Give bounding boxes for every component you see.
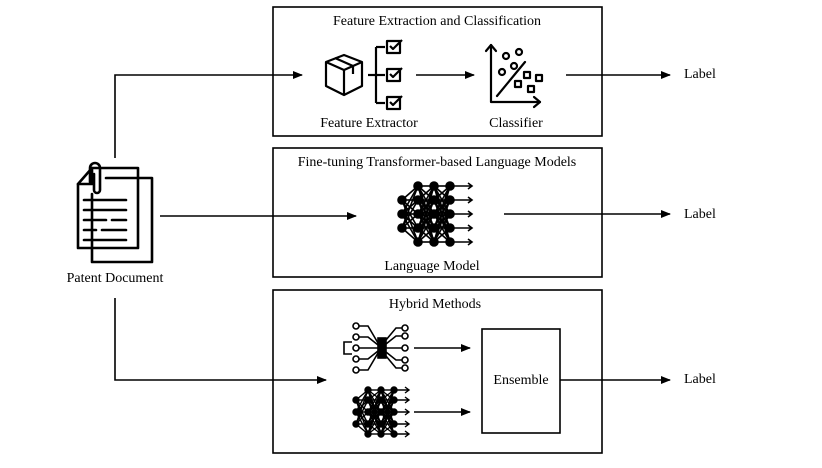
network-node [377,420,385,428]
network-edge [433,213,451,243]
network-node [377,430,385,438]
network-edge [417,213,435,243]
hybrid-output-label: Label [684,372,716,387]
network-node [445,223,455,233]
network-output-arrow [397,420,411,428]
network-edge [355,399,369,425]
network-output-arrow [454,182,474,190]
network-node [377,386,385,394]
network-edge [355,389,369,425]
network-node [413,209,423,219]
network-node [429,181,439,191]
network-edge [433,185,451,215]
network-node [445,209,455,219]
network-node [364,408,372,416]
network-output-arrow [397,430,411,438]
ensemble-label: Ensemble [493,373,549,388]
network-node [390,408,398,416]
network-node [390,430,398,438]
network-node [413,195,423,205]
network-edge [380,399,395,435]
feature-extractor-icon [324,39,403,111]
network-edge [367,411,382,435]
hybrid-neural-network-icon [352,386,411,438]
network-edge [367,399,382,435]
network-edge [417,199,435,243]
network-node [397,195,407,205]
network-node [364,396,372,404]
network-node [445,237,455,247]
network-node [429,195,439,205]
feature-extractor-label: Feature Extractor [320,116,418,131]
patent-document-label: Patent Document [66,271,164,286]
finetune-panel-frame [272,147,603,278]
ensemble-box [481,328,561,434]
network-node [352,408,360,416]
network-node [445,181,455,191]
language-model-icon [397,181,474,247]
input-connectors [114,71,357,384]
classifier-label: Classifier [489,116,543,131]
network-node [390,420,398,428]
language-model-label: Language Model [384,259,480,274]
hybrid-panel-frame [272,289,603,454]
network-node [352,420,360,428]
network-node [413,237,423,247]
network-node [445,195,455,205]
network-node [429,223,439,233]
network-node [413,181,423,191]
network-node [429,209,439,219]
network-output-arrow [454,196,474,204]
network-output-arrow [397,386,411,394]
network-node [364,430,372,438]
network-output-arrow [454,224,474,232]
network-edge [417,185,435,215]
network-node [352,396,360,404]
arrow-to-hybrid-panel [114,298,327,384]
network-output-arrow [454,238,474,246]
finetune-output-label: Label [684,207,716,222]
network-edge [401,185,419,229]
network-node [397,209,407,219]
feature-panel-title: Feature Extraction and Classification [333,14,541,29]
network-node [390,396,398,404]
network-node [364,386,372,394]
network-edge [401,185,419,215]
ml-network-icon [343,322,409,374]
network-output-arrow [397,396,411,404]
network-node [390,386,398,394]
network-output-arrow [397,408,411,416]
network-edge [380,389,395,413]
classifier-icon [484,43,544,109]
feature-panel-frame [272,6,603,137]
network-node [413,223,423,233]
network-node [377,408,385,416]
arrow-to-feature-panel [114,71,303,158]
network-edge [401,199,419,229]
finetune-panel-title: Fine-tuning Transformer-based Language M… [297,155,577,170]
network-node [397,223,407,233]
network-node [429,237,439,247]
network-edge [355,399,369,435]
network-edge [433,199,451,243]
patent-document-icon [76,161,154,264]
network-edge [355,411,369,435]
network-edge [417,185,435,243]
network-edge [367,389,382,413]
feature-output-label: Label [684,67,716,82]
network-node [377,396,385,404]
network-output-arrow [454,210,474,218]
hybrid-panel-title: Hybrid Methods [388,297,482,312]
network-edge [433,185,451,243]
network-edge [380,411,395,435]
network-node [364,420,372,428]
